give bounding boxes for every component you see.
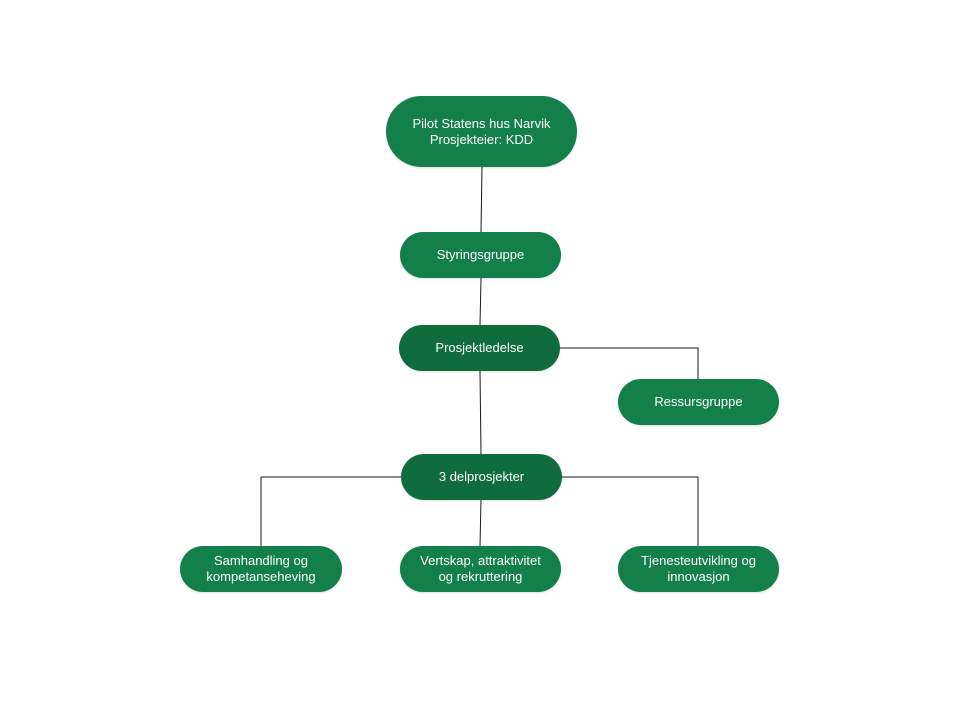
node-styringsgruppe-label: Styringsgruppe [436, 247, 525, 262]
edge-delprosjekter-vertskap [479, 499, 482, 547]
node-samhandling-line1: Samhandling og [214, 553, 308, 568]
node-prosjektledelse-label: Prosjektledelse [435, 340, 524, 355]
node-styringsgruppe: Styringsgruppe [400, 232, 561, 278]
node-tjenesteutvikling-line1: Tjenesteutvikling og [641, 553, 756, 568]
node-samhandling-og-kompetanseheving: Samhandling og kompetanseheving [180, 546, 342, 592]
node-samhandling-line2: kompetanseheving [206, 569, 316, 584]
node-ressursgruppe: Ressursgruppe [618, 379, 779, 425]
edge-prosjektledelse-ressursgruppe [560, 347, 699, 379]
node-vertskap-line2: og rekruttering [438, 569, 523, 584]
node-delprosjekter-label: 3 delprosjekter [438, 469, 525, 484]
edge-delprosjekter-samhandling [260, 476, 401, 546]
node-3-delprosjekter: 3 delprosjekter [401, 454, 562, 500]
node-pilot-statens-hus-narvik: Pilot Statens hus Narvik Prosjekteier: K… [386, 96, 577, 167]
edge-styringsgruppe-prosjektledelse [479, 277, 482, 326]
node-ressursgruppe-label: Ressursgruppe [654, 394, 743, 409]
node-root-line2: Prosjekteier: KDD [429, 131, 534, 147]
edge-delprosjekter-tjenesteutvikling [562, 476, 699, 546]
node-root-line1: Pilot Statens hus Narvik [412, 115, 551, 131]
node-tjenesteutvikling-line2: innovasjon [667, 569, 730, 584]
edge-prosjektledelse-delprosjekter [479, 370, 482, 455]
node-prosjektledelse: Prosjektledelse [399, 325, 560, 371]
edge-root-styringsgruppe [480, 166, 483, 233]
node-vertskap-attraktivitet-rekruttering: Vertskap, attraktivitet og rekruttering [400, 546, 561, 592]
node-vertskap-line1: Vertskap, attraktivitet [420, 553, 541, 568]
node-tjenesteutvikling-og-innovasjon: Tjenesteutvikling og innovasjon [618, 546, 779, 592]
